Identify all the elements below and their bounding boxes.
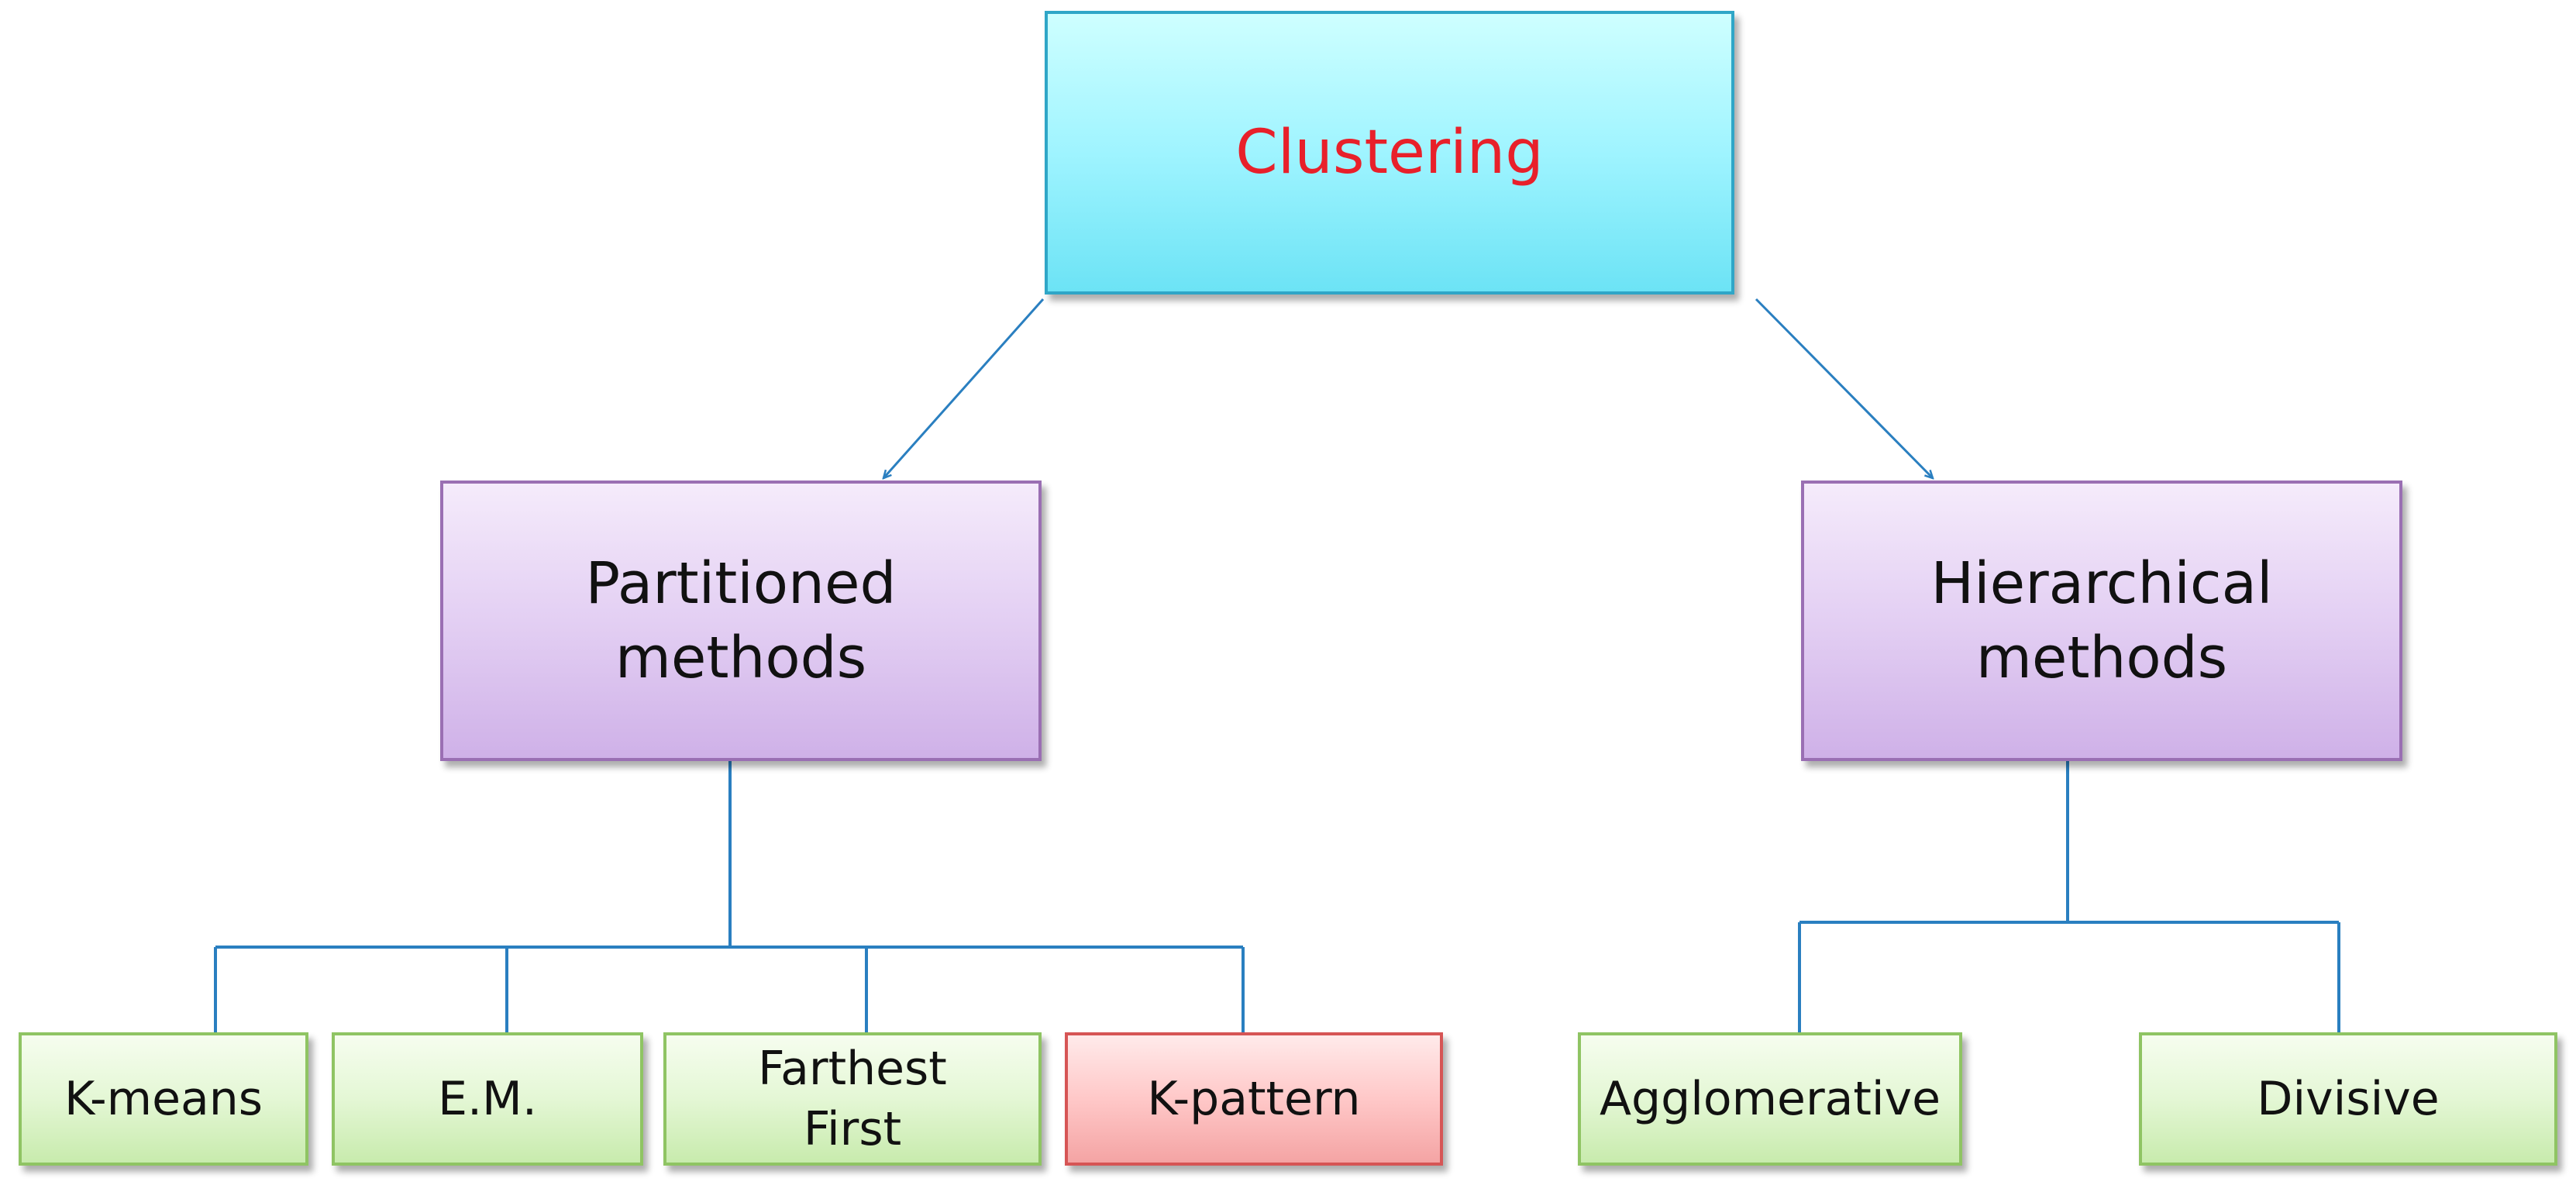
clustering-label: Clustering	[1235, 118, 1544, 188]
partitioned-methods-node: Partitioned methods	[440, 481, 1042, 761]
arrow-to-hierarchical	[1755, 298, 1933, 478]
em-node: E.M.	[332, 1032, 643, 1166]
clustering-node: Clustering	[1045, 11, 1734, 295]
hierarchical-tree-lines	[1798, 761, 2340, 1032]
partitioned-methods-label: Partitioned methods	[585, 549, 897, 691]
divisive-label: Divisive	[2257, 1072, 2440, 1126]
agglomerative-node: Agglomerative	[1578, 1032, 1962, 1166]
k-pattern-node: K-pattern	[1065, 1032, 1443, 1166]
agglomerative-label: Agglomerative	[1599, 1072, 1941, 1126]
arrow-to-partitioned	[883, 298, 1045, 478]
divisive-node: Divisive	[2139, 1032, 2557, 1166]
em-label: E.M.	[438, 1072, 537, 1126]
hierarchical-methods-node: Hierarchical methods	[1801, 481, 2402, 761]
k-pattern-label: K-pattern	[1147, 1072, 1361, 1126]
farthest-first-node: Farthest First	[663, 1032, 1042, 1166]
k-means-node: K-means	[19, 1032, 308, 1166]
k-means-label: K-means	[64, 1072, 263, 1126]
partitioned-tree-lines	[214, 761, 1245, 1032]
hierarchical-methods-label: Hierarchical methods	[1930, 549, 2273, 691]
farthest-first-label: Farthest First	[758, 1042, 947, 1156]
